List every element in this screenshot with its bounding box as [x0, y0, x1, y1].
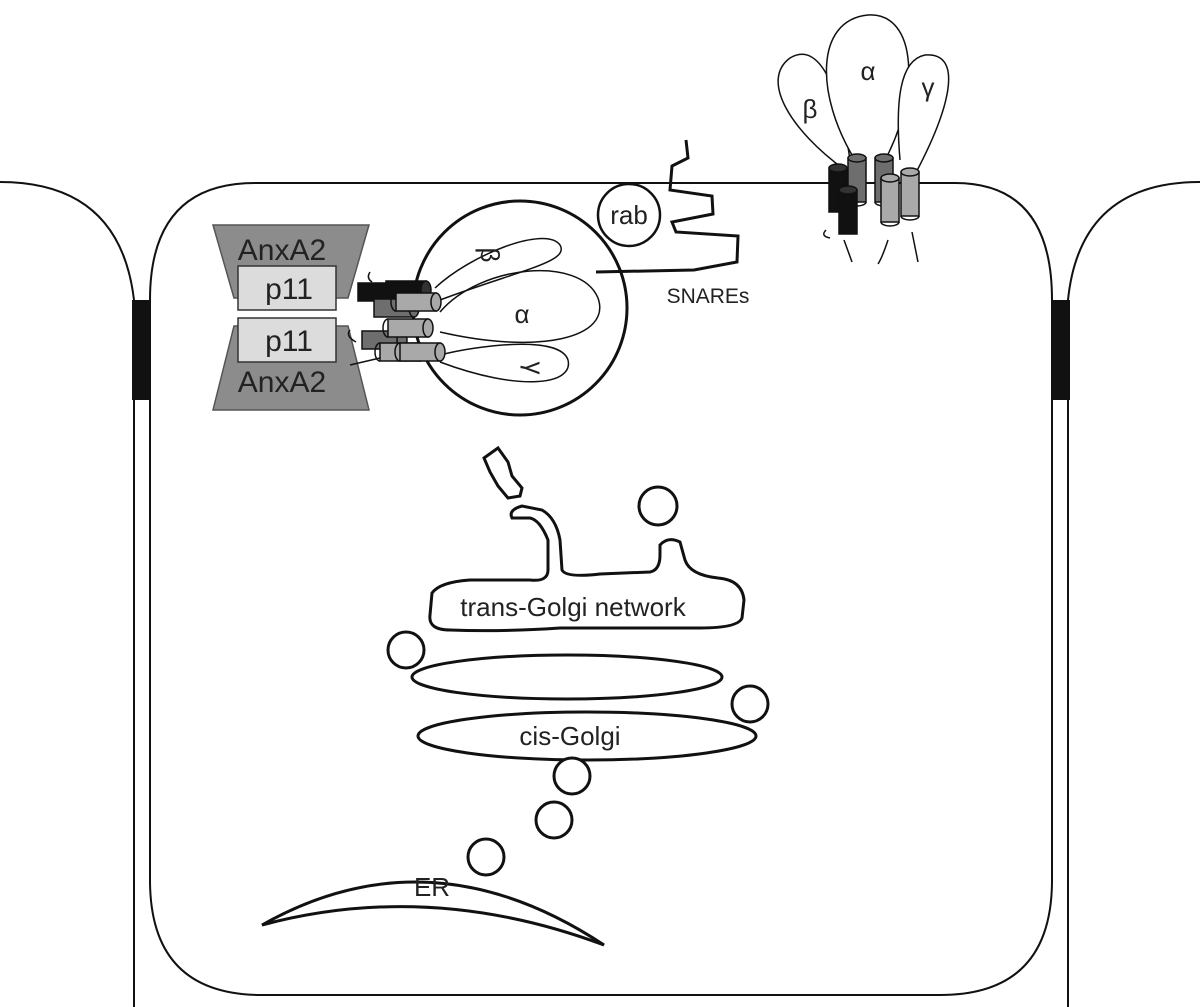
tight-junction-left: [132, 300, 150, 400]
rab-label: rab: [610, 200, 648, 230]
anxa2-top-label: AnxA2: [238, 234, 326, 267]
p11-bottom-box: [237, 317, 337, 363]
endoplasmic-reticulum: ER: [261, 872, 605, 947]
vesicle-beta-subunit: [434, 237, 562, 301]
central-cell-membrane: [149, 182, 1053, 996]
rab-protein: [596, 182, 662, 248]
vesicle-alpha-label: α: [514, 299, 529, 329]
tight-junction-right: [1052, 300, 1070, 400]
cis-golgi-cisterna: [416, 710, 758, 762]
p11-top-box: [237, 265, 337, 311]
membrane-alpha-label: α: [860, 56, 875, 86]
transport-vesicle: [637, 485, 679, 527]
budding-fragment: [482, 445, 524, 500]
er-label: ER: [414, 872, 450, 902]
rab-snare-complex: rab SNAREs: [595, 139, 750, 308]
vesicle-gamma-subunit: [439, 343, 570, 383]
trans-golgi-network: [428, 504, 746, 633]
vesicle-alpha-subunit: [439, 270, 601, 344]
cis-golgi-label: cis-Golgi: [519, 721, 620, 751]
anxa2-bottom-label: AnxA2: [238, 366, 326, 399]
membrane-channel: β α γ: [777, 14, 950, 265]
golgi-cisterna-middle: [410, 653, 724, 701]
trans-golgi-label: trans-Golgi network: [460, 592, 686, 622]
snares-label: SNAREs: [667, 285, 750, 308]
secretory-vesicle: β α γ: [347, 199, 629, 417]
vesicle-beta-label: β: [475, 248, 505, 263]
membrane-beta-label: β: [803, 94, 818, 124]
membrane-gamma-subunit: [897, 54, 950, 181]
neighbor-cell-right: [1052, 181, 1200, 1007]
transport-vesicle: [386, 630, 426, 670]
er-shape: [261, 880, 605, 947]
neighbor-cell-left: [0, 181, 150, 1007]
snare-strand: [595, 139, 740, 274]
golgi-apparatus: trans-Golgi network cis-Golgi: [386, 445, 770, 877]
membrane-gamma-label: γ: [922, 72, 935, 102]
transport-vesicle: [730, 684, 770, 724]
p11-bottom-label: p11: [265, 325, 313, 358]
transport-vesicle: [466, 837, 506, 877]
anxa2-p11-complex: AnxA2 p11 p11 AnxA2: [212, 224, 370, 411]
vesicle-gamma-label: γ: [520, 362, 550, 375]
transport-vesicle: [552, 756, 592, 796]
p11-top-label: p11: [265, 273, 313, 306]
transport-vesicle: [534, 800, 574, 840]
